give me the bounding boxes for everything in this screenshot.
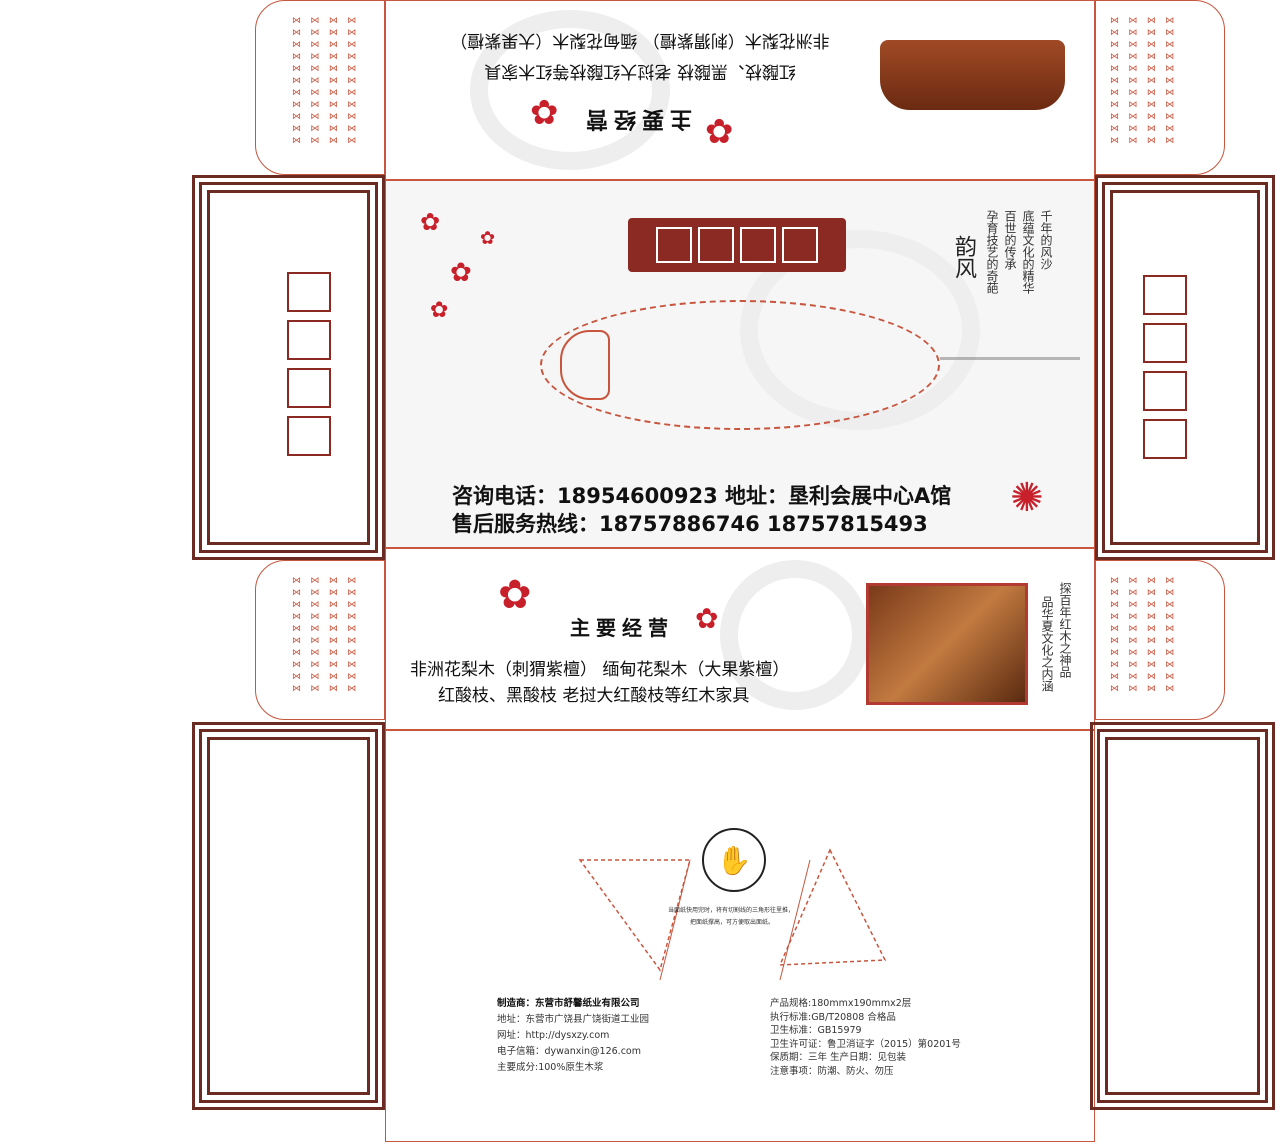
title-box — [287, 368, 331, 408]
right-flap-top — [1095, 0, 1225, 175]
brand-banner — [628, 218, 846, 272]
push-in-triangles — [578, 848, 887, 980]
slogan-vertical: 探百年红木之神品 品华夏文化之内涵 — [1040, 582, 1072, 692]
title-box — [287, 320, 331, 360]
plum-blossom-branch: ✿ ✿ ✿ ✿ — [420, 208, 496, 323]
perforation-pattern: ⋈ ⋈ ⋈ ⋈ ⋈ ⋈ ⋈ ⋈ ⋈ ⋈ ⋈ ⋈ ⋈ ⋈ ⋈ ⋈ ⋈ ⋈ ⋈ ⋈ … — [292, 16, 359, 146]
poem: 千年的风沙 底蕴文化的精华 百世的传承 孕育技艺的奇葩 — [985, 210, 1053, 294]
blossom-icon: ✿ — [705, 112, 734, 152]
title-box — [287, 416, 331, 456]
poem-title: 韵风 — [951, 235, 976, 279]
title-box — [287, 272, 331, 312]
top-flap — [385, 0, 1095, 180]
perforation-pattern: ⋈ ⋈ ⋈ ⋈ ⋈ ⋈ ⋈ ⋈ ⋈ ⋈ ⋈ ⋈ ⋈ ⋈ ⋈ ⋈ ⋈ ⋈ ⋈ ⋈ … — [1110, 576, 1177, 694]
title-box — [1143, 323, 1187, 363]
title-box — [1143, 419, 1187, 459]
product-line-2: 红酸枝、黑酸枝 老挝大红酸枝等红木家具 — [438, 686, 750, 706]
left-flap-mid — [255, 560, 385, 720]
blossom-icon: ✿ — [498, 572, 532, 618]
phone-address: 咨询电话：18954600923 地址：垦利会展中心A馆 — [452, 484, 952, 508]
perforation-pattern: ⋈ ⋈ ⋈ ⋈ ⋈ ⋈ ⋈ ⋈ ⋈ ⋈ ⋈ ⋈ ⋈ ⋈ ⋈ ⋈ ⋈ ⋈ ⋈ ⋈ … — [292, 576, 359, 694]
product-spec-info: 产品规格:180mmx190mmx2层 执行标准:GB/T20808 合格品 卫… — [770, 998, 961, 1077]
usage-diagram-icon: ✋ — [702, 828, 766, 892]
top-flap-heading: 主要经营 — [580, 106, 693, 132]
right-side-panel-top — [1095, 175, 1275, 560]
blossom-icon: ✿ — [530, 93, 559, 133]
furniture-image — [880, 40, 1065, 110]
tissue-opening-cutline — [540, 300, 940, 430]
left-flap-top — [255, 0, 385, 175]
product-line-1: 非洲花梨木（刺猬紫檀） 缅甸花梨木（大果紫檀） — [410, 660, 790, 680]
service-hotline: 售后服务热线：18757886746 18757815493 — [452, 512, 928, 536]
top-flap-content: 红酸枝、黑酸枝 老挝大红酸枝等红木家具 非洲花梨木（刺猬紫檀） 缅甸花梨木（大果… — [400, 30, 880, 86]
right-side-panel-bottom — [1090, 722, 1275, 1110]
perforation-pattern: ⋈ ⋈ ⋈ ⋈ ⋈ ⋈ ⋈ ⋈ ⋈ ⋈ ⋈ ⋈ ⋈ ⋈ ⋈ ⋈ ⋈ ⋈ ⋈ ⋈ … — [1110, 16, 1177, 146]
showroom-photo — [866, 583, 1028, 705]
blossom-icon: ✺ — [1010, 475, 1044, 521]
right-flap-mid — [1095, 560, 1225, 720]
front-panel — [385, 548, 1095, 730]
front-heading: 主要经营 — [570, 616, 674, 640]
usage-instruction-1: 当面纸快用完时，将有切割线的三角形往里推， — [668, 907, 795, 914]
left-side-panel-top — [192, 175, 385, 560]
title-box — [1143, 371, 1187, 411]
finger-tab-cutline — [560, 330, 610, 400]
product-line-1: 非洲花梨木（刺猬紫檀） 缅甸花梨木（大果紫檀） — [450, 30, 830, 50]
blossom-icon: ✿ — [695, 602, 719, 635]
usage-instruction-2: 把面纸撑高，可方便取出面纸。 — [690, 919, 775, 926]
title-box — [1143, 275, 1187, 315]
left-side-panel-bottom — [192, 722, 385, 1110]
manufacturer-info: 制造商：东营市舒馨纸业有限公司 地址：东营市广饶县广饶街道工业园 网址：http… — [497, 998, 650, 1073]
mountain-painting — [940, 320, 1080, 360]
product-line-2: 红酸枝、黑酸枝 老挝大红酸枝等红木家具 — [484, 61, 796, 81]
